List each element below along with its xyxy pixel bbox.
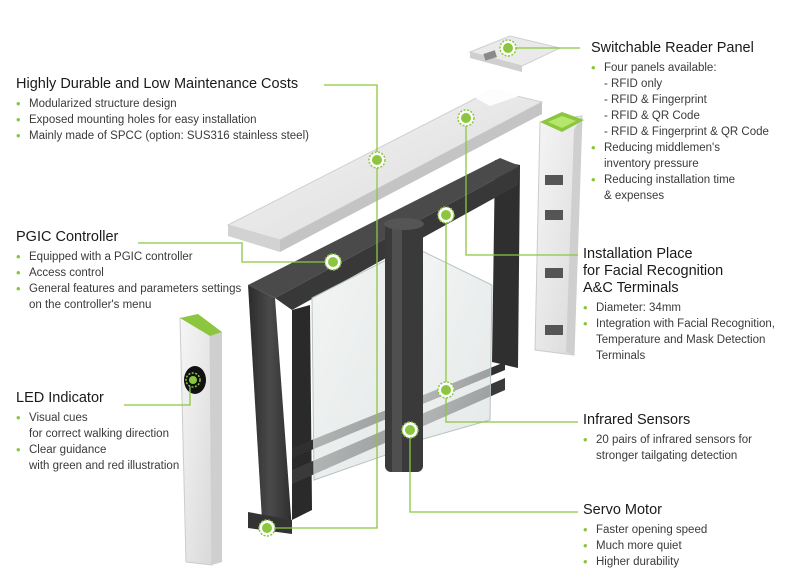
callout-list: Faster opening speedMuch more quietHighe… xyxy=(583,522,707,570)
marker-reader-panel xyxy=(499,39,517,57)
bullet-item: Mainly made of SPCC (option: SUS316 stai… xyxy=(16,128,309,144)
bullet-item: Access control xyxy=(16,265,241,281)
bullet-continuation: - RFID & Fingerprint xyxy=(604,94,707,106)
bullet-continuation: inventory pressure xyxy=(604,158,699,170)
callout-title-line-3: A&C Terminals xyxy=(583,280,679,296)
bullet-continuation: Temperature and Mask Detection xyxy=(596,334,766,346)
bullet-item: Visual cues xyxy=(16,410,179,426)
left-post xyxy=(179,314,222,566)
bullet-item: Much more quiet xyxy=(583,538,707,554)
callout-title: PGIC Controller xyxy=(16,229,119,245)
callout-installation-place: Installation Place for Facial Recognitio… xyxy=(583,246,775,364)
bullet-item: Modularized structure design xyxy=(16,96,309,112)
callout-title: Servo Motor xyxy=(583,502,662,518)
marker-pgic xyxy=(324,253,342,271)
callout-list: 20 pairs of infrared sensors for stronger… xyxy=(583,432,752,464)
marker-top-cover xyxy=(368,151,386,169)
callout-title-line-1: Installation Place xyxy=(583,246,693,262)
central-column xyxy=(384,218,424,472)
bullet-item: Reducing installation time xyxy=(591,172,769,188)
bullet-item: General features and parameters settings xyxy=(16,281,241,297)
callout-title: Highly Durable and Low Maintenance Costs xyxy=(16,76,299,92)
glass-wing-right xyxy=(419,249,493,441)
bullet-continuation: - RFID & Fingerprint & QR Code xyxy=(604,126,769,138)
marker-infrared-top xyxy=(437,206,455,224)
callout-title-line-2: for Facial Recognition xyxy=(583,263,724,279)
bullet-item: 20 pairs of infrared sensors for xyxy=(583,432,752,448)
callout-markers xyxy=(185,39,517,537)
bullet-item: Reducing middlemen's xyxy=(591,140,769,156)
bullet-item: Equipped with a PGIC controller xyxy=(16,249,241,265)
bullet-item: Diameter: 34mm xyxy=(583,300,775,316)
callout-switchable-reader-panel: Switchable Reader Panel Four panels avai… xyxy=(591,40,769,204)
callout-title: Switchable Reader Panel xyxy=(591,40,754,56)
bullet-item: Faster opening speed xyxy=(583,522,707,538)
bullet-continuation: on the controller's menu xyxy=(29,299,152,311)
bullet-continuation: & expenses xyxy=(604,190,665,202)
callout-list: Equipped with a PGIC controllerAccess co… xyxy=(16,249,241,313)
bullet-item: Clear guidance xyxy=(16,442,179,458)
callout-servo-motor: Servo Motor Faster opening speedMuch mor… xyxy=(583,502,707,570)
callout-list: Visual cues for correct walking direction… xyxy=(16,410,179,474)
callout-infrared-sensors: Infrared Sensors 20 pairs of infrared se… xyxy=(583,412,752,464)
bullet-continuation: stronger tailgating detection xyxy=(596,450,738,462)
bullet-continuation: - RFID only xyxy=(604,78,663,90)
callout-title: LED Indicator xyxy=(16,390,104,406)
switchable-reader-panel xyxy=(468,35,562,72)
callout-list: Modularized structure designExposed moun… xyxy=(16,96,309,144)
top-cover-panel xyxy=(226,82,544,252)
marker-servo xyxy=(401,421,419,439)
callout-led-indicator: LED Indicator Visual cues for correct wal… xyxy=(16,390,179,474)
leader-lines xyxy=(124,47,580,529)
bullet-item: Four panels available: xyxy=(591,60,769,76)
bullet-continuation: with green and red illustration xyxy=(29,460,180,472)
right-post xyxy=(534,112,584,356)
marker-mounting-holes xyxy=(258,519,276,537)
callout-title: Infrared Sensors xyxy=(583,412,691,428)
bullet-continuation: for correct walking direction xyxy=(29,428,169,440)
callout-list: Four panels available: - RFID only - RFID … xyxy=(591,60,769,204)
bullet-item: Integration with Facial Recognition, xyxy=(583,316,775,332)
rear-upright xyxy=(492,160,520,368)
bullet-continuation: Terminals xyxy=(596,350,646,362)
callout-pgic-controller: PGIC Controller Equipped with a PGIC con… xyxy=(16,229,241,313)
marker-led xyxy=(185,372,201,388)
bullet-item: Higher durability xyxy=(583,554,707,570)
marker-infrared-bottom xyxy=(437,381,455,399)
marker-facial-mount xyxy=(457,109,475,127)
callout-durable: Highly Durable and Low Maintenance Costs… xyxy=(16,76,309,144)
callout-list: Diameter: 34mmIntegration with Facial Re… xyxy=(583,300,775,364)
bullet-item: Exposed mounting holes for easy installa… xyxy=(16,112,309,128)
bullet-continuation: - RFID & QR Code xyxy=(604,110,700,122)
